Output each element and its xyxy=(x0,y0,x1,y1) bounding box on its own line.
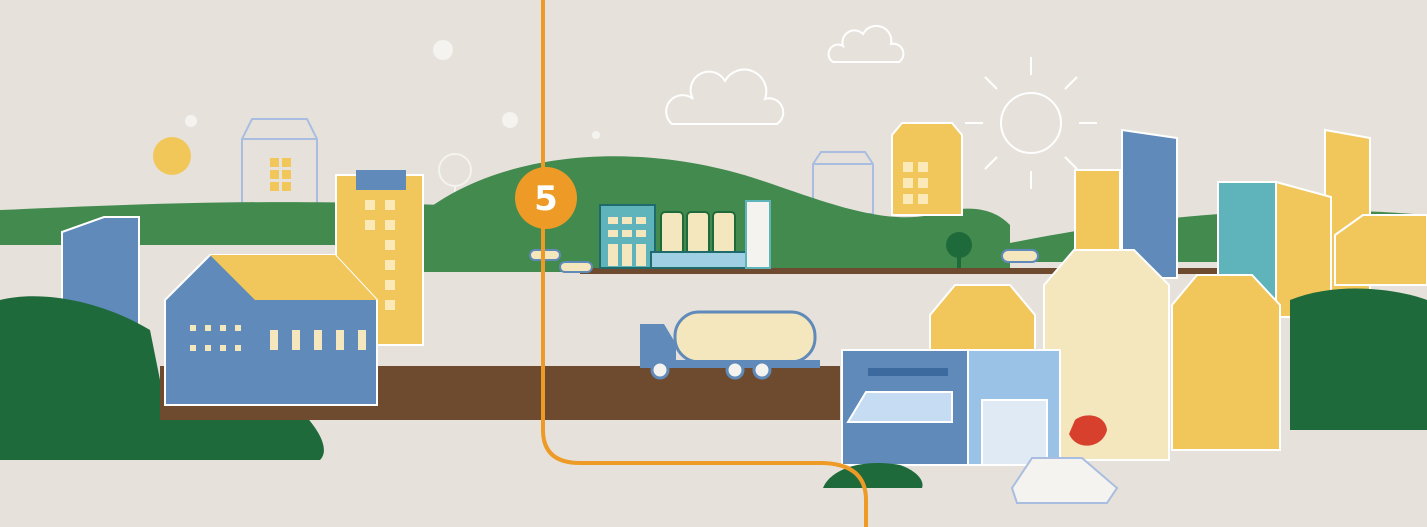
strawberry-icon xyxy=(1069,415,1107,446)
route-line xyxy=(541,0,868,527)
milk-tanker-truck xyxy=(640,310,820,380)
step-marker[interactable]: 5 xyxy=(515,167,577,229)
sun-icon xyxy=(153,137,191,175)
sun-outline-icon xyxy=(965,57,1097,189)
milk-carton-building xyxy=(891,122,963,216)
hill-road xyxy=(580,268,1220,274)
sky-decor xyxy=(185,24,1097,189)
house xyxy=(164,254,378,406)
dairy-factory xyxy=(599,200,771,269)
dot-icon xyxy=(433,40,453,60)
cloud-icon xyxy=(665,68,785,125)
tree-icon xyxy=(946,232,972,268)
city-buildings xyxy=(841,128,1427,466)
cloud-icon xyxy=(827,24,905,63)
step-number: 5 xyxy=(534,179,558,219)
delivery-van xyxy=(1010,415,1119,504)
